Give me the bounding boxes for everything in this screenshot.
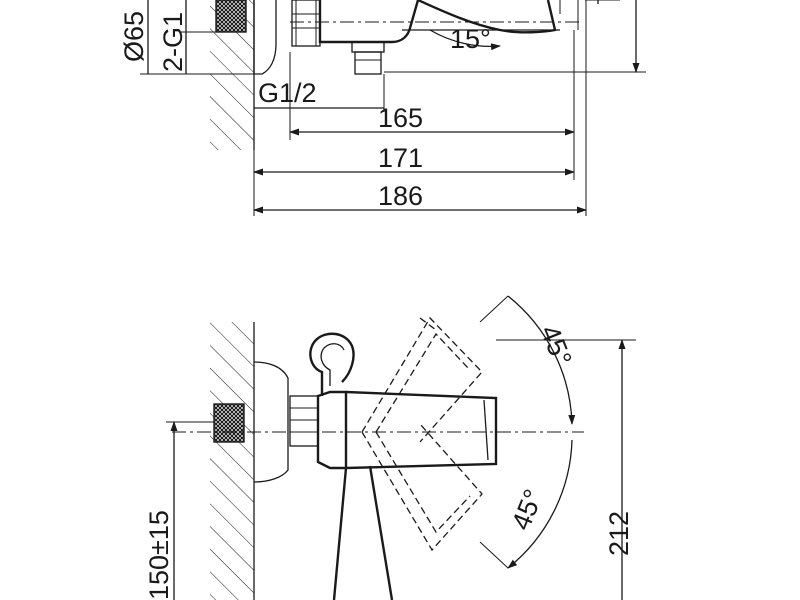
- thread-2-g1-label: 2-G1: [158, 12, 188, 72]
- side-outlet-hose: [332, 465, 394, 600]
- side-wall-hatch: [210, 322, 255, 600]
- height-212-label: 212: [604, 511, 634, 556]
- angle-15-label: 15°: [450, 24, 491, 54]
- side-view: 45° 45° 212 150±15: [144, 295, 636, 600]
- top-mixer-body: [318, 0, 420, 44]
- top-eccentric-connector: [215, 0, 247, 33]
- dim-186-label: 186: [378, 181, 423, 211]
- top-view: 15° Ø65 2-G1 G1/2 165 171 186: [119, 0, 646, 216]
- side-eccentric-connector: [213, 403, 245, 443]
- dim-171-label: 171: [378, 143, 423, 173]
- top-nut: [291, 0, 321, 47]
- angle-upper-45-label: 45°: [534, 321, 577, 370]
- side-mixer-body: [316, 390, 348, 470]
- shower-holder-hook: [309, 332, 355, 396]
- center-distance-label: 150±15: [144, 510, 174, 600]
- side-lever-handle: [345, 390, 498, 470]
- top-outlet: [351, 41, 385, 75]
- angle-lower-45-label: 45°: [506, 485, 549, 534]
- top-escutcheon: [253, 0, 277, 75]
- outlet-thread-label: G1/2: [258, 78, 317, 108]
- diameter-65-label: Ø65: [119, 11, 149, 62]
- lever-lower-position: [361, 423, 483, 552]
- dim-165-label: 165: [378, 103, 423, 133]
- side-nut: [289, 395, 319, 447]
- side-escutcheon: [253, 361, 289, 483]
- lever-upper-position: [361, 316, 483, 443]
